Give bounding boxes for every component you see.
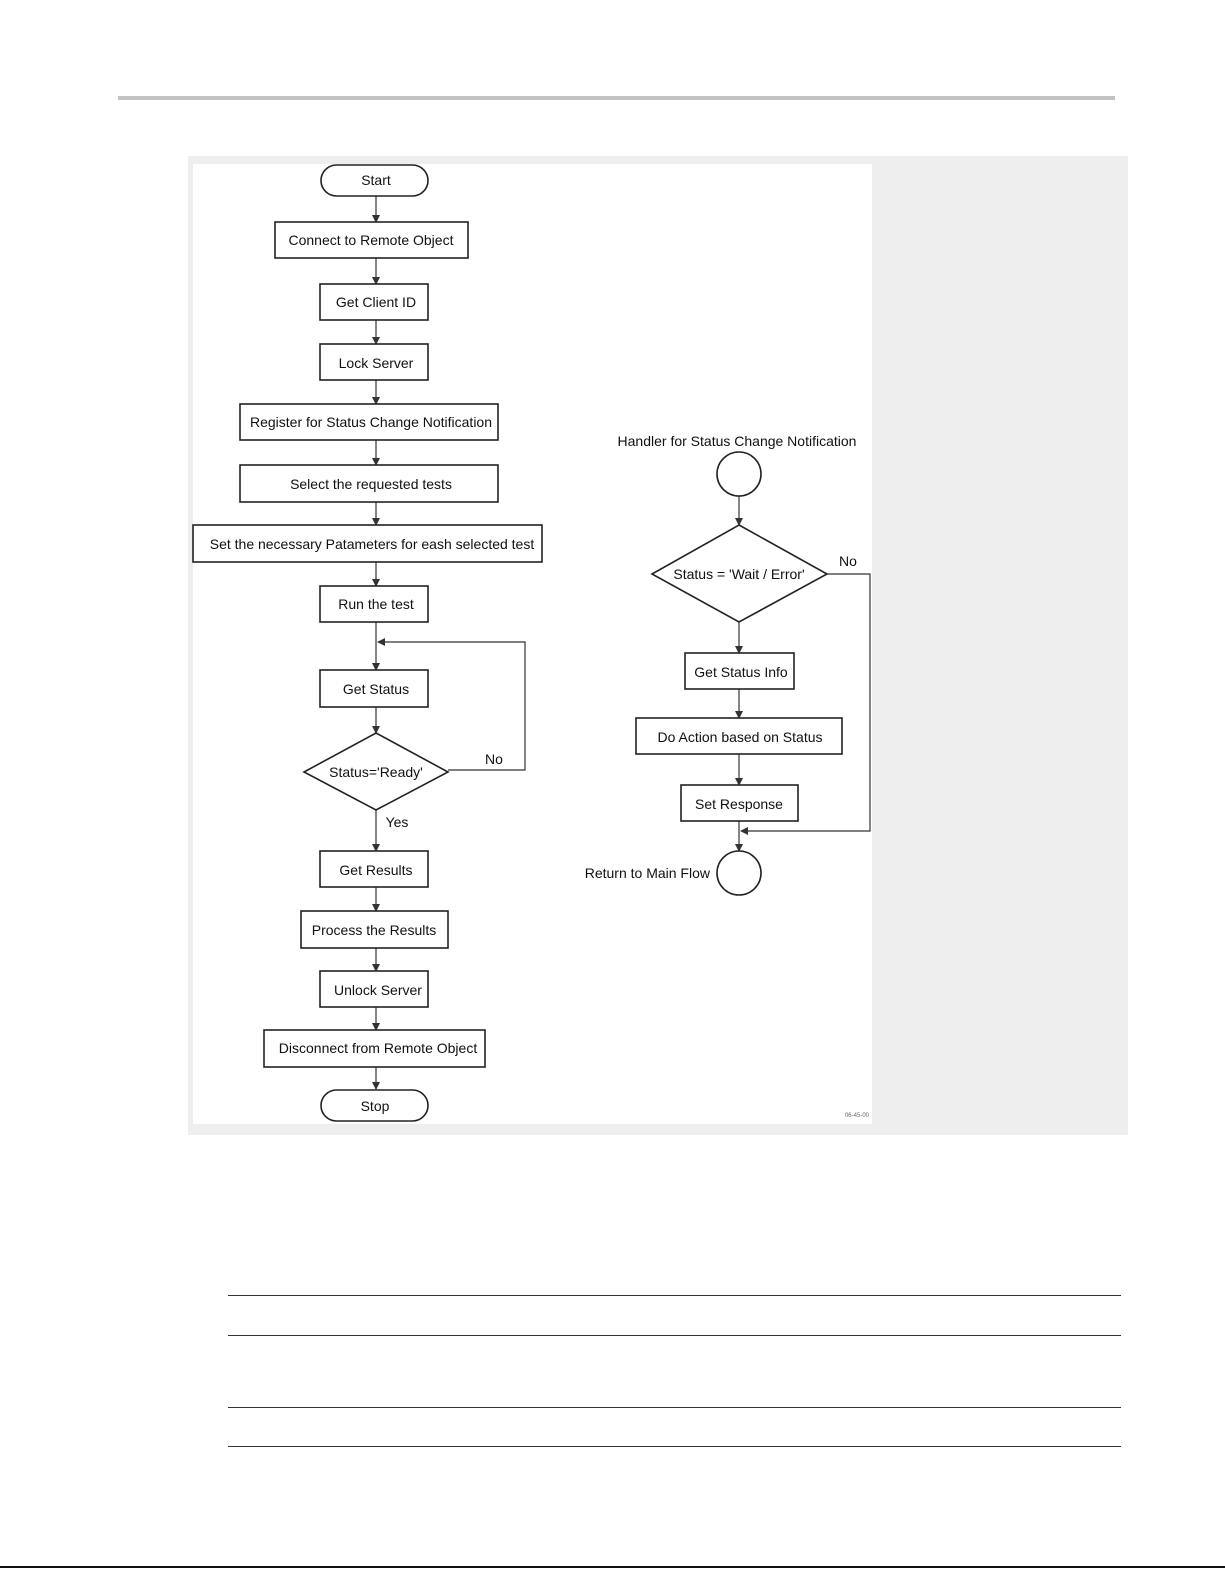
step-label: Get Results [339, 862, 412, 878]
step-run-test: Run the test [319, 585, 429, 623]
step-label: Get Client ID [336, 294, 416, 310]
step-label: Get Status [343, 681, 409, 697]
step-label: Set the necessary Patameters for eash se… [210, 536, 535, 552]
step-select-tests: Select the requested tests [239, 464, 499, 503]
handler-title: Handler for Status Change Notification [618, 433, 857, 449]
step-get-status: Get Status [319, 669, 429, 708]
figure-canvas [193, 164, 872, 1124]
figure-id: 06-45-00 [845, 1113, 870, 1119]
decision-status-wait-error: Status = 'Wait / Error' [650, 524, 829, 623]
stop-label: Stop [361, 1098, 390, 1114]
step-get-client-id: Get Client ID [319, 283, 429, 321]
decision-status-ready: Status='Ready' [302, 732, 450, 811]
handler-entry-connector [716, 451, 762, 497]
table-rule [228, 1295, 1121, 1296]
handler-flow-edges [735, 496, 871, 852]
step-connect-remote-object: Connect to Remote Object [274, 221, 469, 259]
step-lock-server: Lock Server [319, 343, 429, 381]
step-set-parameters: Set the necessary Patameters for eash se… [192, 524, 543, 563]
return-connector [716, 850, 762, 896]
step-label: Process the Results [312, 922, 437, 938]
start-label: Start [361, 172, 391, 188]
main-flow-edges [372, 196, 526, 1090]
step-label: Connect to Remote Object [289, 232, 454, 248]
step-process-results: Process the Results [300, 910, 449, 949]
step-label: Lock Server [339, 355, 414, 371]
step-label: Disconnect from Remote Object [279, 1040, 478, 1056]
step-unlock-server: Unlock Server [319, 970, 429, 1008]
decision-label: Status='Ready' [329, 764, 423, 780]
step-disconnect-remote-object: Disconnect from Remote Object [263, 1029, 486, 1068]
step-get-results: Get Results [319, 850, 429, 888]
step-label: Do Action based on Status [658, 729, 823, 745]
handler-decision-no-label: No [839, 553, 857, 569]
start-terminal: Start [320, 164, 429, 197]
step-register-status-notification: Register for Status Change Notification [239, 403, 499, 441]
step-label: Get Status Info [694, 664, 788, 680]
step-label: Unlock Server [334, 982, 422, 998]
step-get-status-info: Get Status Info [684, 652, 795, 690]
stop-terminal: Stop [320, 1089, 429, 1122]
step-label: Run the test [338, 596, 414, 612]
table-rule [228, 1335, 1121, 1336]
step-do-action: Do Action based on Status [635, 717, 843, 755]
step-label: Register for Status Change Notification [250, 414, 492, 430]
step-label: Set Response [695, 796, 783, 812]
header-rule [118, 96, 1115, 100]
decision-label: Status = 'Wait / Error' [673, 566, 804, 582]
step-set-response: Set Response [680, 784, 799, 822]
table-rule [228, 1446, 1121, 1447]
footer-rule [0, 1566, 1225, 1568]
step-label: Select the requested tests [290, 476, 452, 492]
decision-yes-label: Yes [386, 814, 409, 830]
decision-no-label: No [485, 751, 503, 767]
return-label: Return to Main Flow [585, 865, 711, 881]
table-rule [228, 1407, 1121, 1408]
